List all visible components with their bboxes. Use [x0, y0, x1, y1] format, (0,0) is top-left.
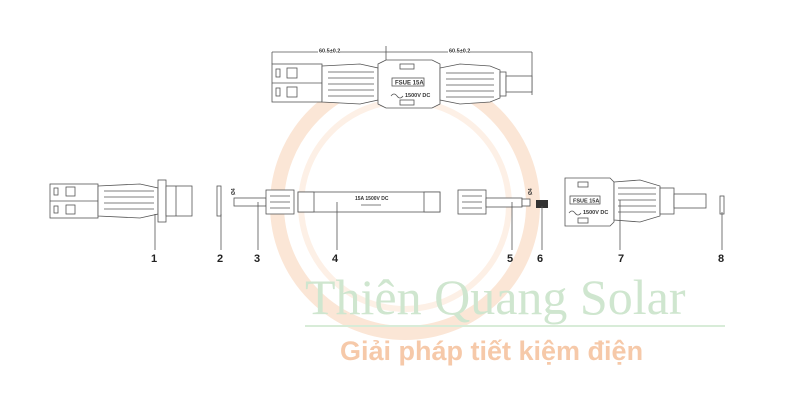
part-6-contact: [536, 200, 548, 208]
part-8-seal: [719, 195, 725, 215]
callout-8: 8: [718, 253, 724, 265]
right-grip: [439, 63, 501, 105]
housing-window: [577, 181, 589, 188]
callout-2: 2: [217, 253, 223, 265]
fuse-body: [297, 191, 441, 213]
part-5-dimension: Ø4: [528, 188, 534, 195]
plug-slot: [53, 205, 59, 214]
plug-slot: [286, 86, 298, 98]
pin: [485, 197, 523, 208]
nose: [165, 185, 193, 217]
housing-window: [399, 99, 415, 106]
fuse-label-box: [391, 77, 425, 87]
pin-tip: [521, 198, 531, 207]
fuse-symbol-icon: [390, 93, 404, 99]
grip: [97, 183, 159, 219]
housing-window: [399, 63, 415, 70]
part-7-rating: 1500V DC: [583, 210, 608, 216]
part-1-male-connector: [49, 179, 193, 223]
cable: [673, 193, 707, 209]
fuse-tube-label: 15A 1500V DC: [355, 196, 389, 202]
plug-slot: [65, 186, 76, 197]
watermark: Thiên Quang Solar Giải pháp tiết kiệm đi…: [270, 70, 725, 366]
pin: [233, 197, 267, 207]
grip: [613, 179, 661, 223]
rating-label: 1500V DC: [405, 93, 430, 99]
part-7-fuse-label: FSUE 15A: [573, 199, 599, 205]
grip-ridges: [618, 187, 656, 213]
housing-window: [577, 217, 589, 224]
fuse-cap: [297, 191, 315, 213]
dim-bg: [448, 47, 470, 53]
grip-ridges: [328, 71, 374, 97]
nut-ridges: [462, 195, 482, 209]
callout-1: 1: [151, 253, 157, 265]
dim-bg: [318, 47, 340, 53]
part-5-nut-pin: Ø4: [457, 188, 534, 215]
grip-ridges: [104, 190, 154, 210]
callout-3: 3: [254, 253, 260, 265]
part-3-nut-pin: Ø4: [231, 188, 295, 215]
callout-6: 6: [537, 253, 543, 265]
plug-slot: [275, 87, 281, 97]
watermark-brand: Thiên Quang Solar: [305, 269, 686, 325]
fuse-cap: [423, 191, 441, 213]
fuse-symbol-icon: [568, 210, 582, 216]
part-4-fuse-tube: 15A 1500V DC: [297, 191, 441, 213]
part-7-fuse-housing: FSUE 15A 1500V DC: [564, 177, 707, 227]
callout-4: 4: [332, 253, 339, 265]
callout-5: 5: [507, 253, 513, 265]
dimension-right: 60.5±0.2: [449, 49, 470, 55]
plug-slot: [65, 204, 76, 215]
right-collar: [499, 71, 507, 97]
leader-lines: [154, 200, 723, 250]
callouts: 1 2 3 4 5 6 7 8: [151, 200, 724, 265]
collar: [659, 187, 675, 215]
plug-slot: [275, 68, 281, 78]
part-2-washer: [216, 185, 222, 217]
flange: [157, 179, 167, 223]
dimension-left: 60.5±0.2: [319, 49, 340, 55]
callout-7: 7: [618, 253, 624, 265]
watermark-slogan: Giải pháp tiết kiệm điện: [340, 336, 643, 366]
plug-slot: [53, 187, 59, 196]
part-3-dimension: Ø4: [231, 188, 237, 195]
nut-ridges: [270, 195, 290, 209]
fuse-label-box: [569, 195, 601, 205]
right-cable: [505, 75, 533, 93]
assembled-view: 60.5±0.2 60.5±0.2 FSUE 15A 1500V DC: [271, 46, 533, 109]
fuse-label: FSUE 15A: [395, 81, 424, 87]
grip-ridges: [446, 72, 494, 98]
plug-slot: [286, 67, 298, 79]
